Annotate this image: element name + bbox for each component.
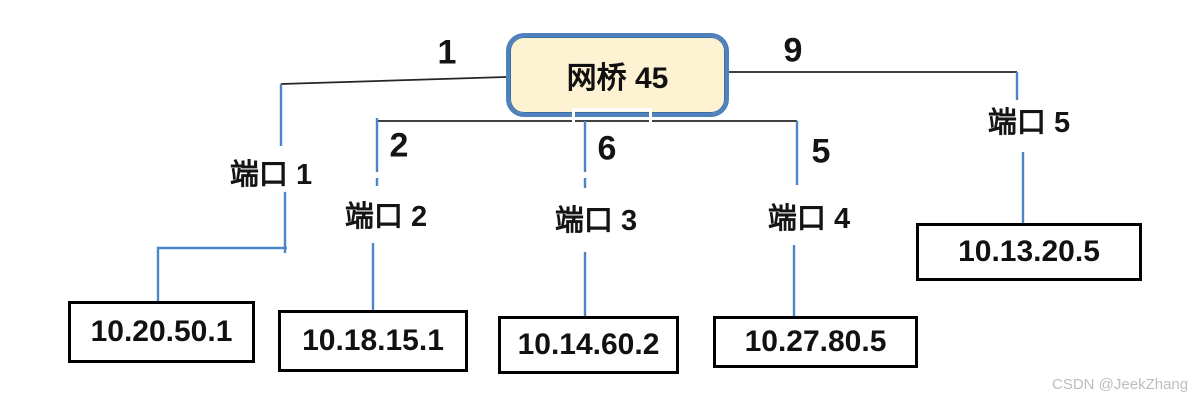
port-label-4: 端口 4: [767, 203, 851, 235]
host-box-4: 10.27.80.5: [713, 316, 918, 368]
host-box-3: 10.14.60.2: [498, 316, 679, 374]
cost-label-port1: 1: [437, 33, 457, 72]
port-label-1: 端口 1: [229, 159, 313, 191]
cost-label-port3: 6: [597, 129, 617, 168]
cost-label-port2: 2: [389, 126, 409, 165]
bridge-node: 网桥 45: [506, 33, 729, 117]
host-ip-1: 10.20.50.1: [90, 315, 233, 348]
cost-label-port5: 9: [783, 31, 803, 70]
port-label-3: 端口 3: [554, 205, 638, 237]
host-box-2: 10.18.15.1: [278, 310, 468, 372]
port-label-2: 端口 2: [344, 201, 428, 233]
cost-label-port4: 5: [811, 132, 831, 171]
host-ip-4: 10.27.80.5: [744, 325, 887, 358]
host-box-1: 10.20.50.1: [68, 301, 255, 363]
watermark: CSDN @JeekZhang: [1052, 376, 1189, 393]
host-ip-2: 10.18.15.1: [302, 324, 444, 357]
host-ip-3: 10.14.60.2: [517, 328, 660, 361]
host-box-5: 10.13.20.5: [916, 223, 1142, 281]
port-label-5: 端口 5: [987, 107, 1071, 139]
bridge-connector-notch: [572, 108, 652, 124]
host-ip-5: 10.13.20.5: [958, 235, 1100, 268]
